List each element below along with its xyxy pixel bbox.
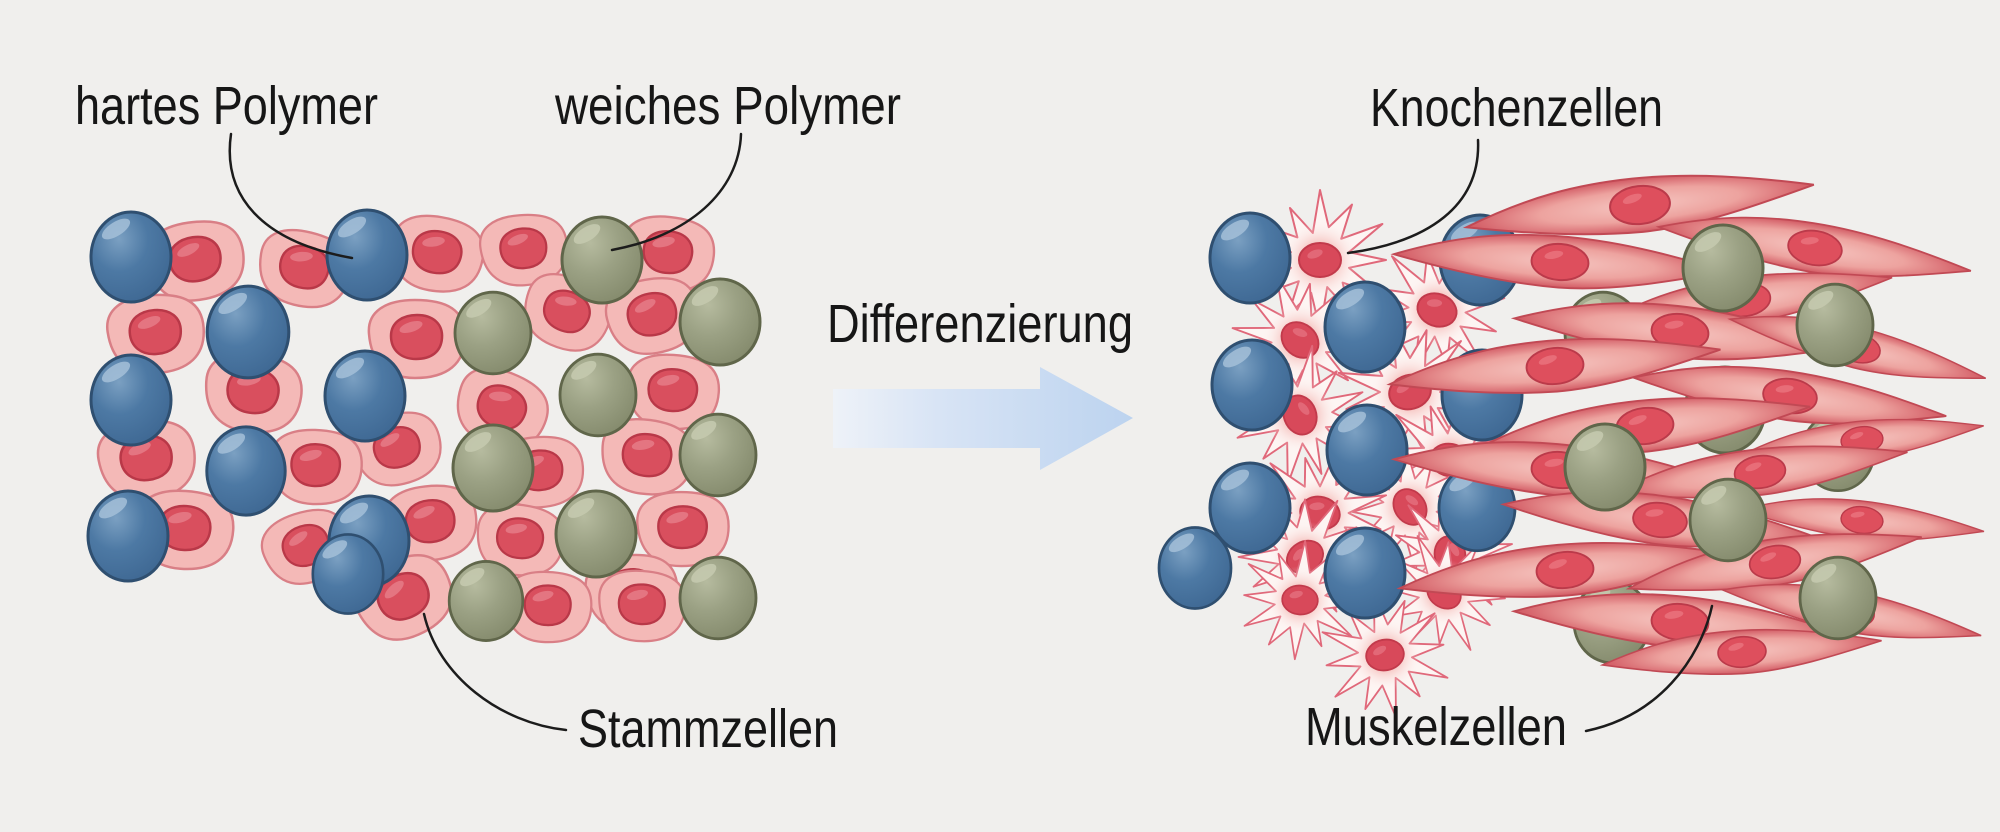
label-differentiation: Differenzierung <box>827 294 1133 354</box>
arrow-right-icon <box>833 367 1133 470</box>
cell <box>1325 403 1409 497</box>
cell <box>1563 422 1647 512</box>
label-hard-polymer: hartes Polymer <box>75 76 378 136</box>
cell <box>1323 526 1407 620</box>
cell <box>205 425 287 517</box>
pointer-muscle-cells <box>1584 604 1714 733</box>
cell <box>89 353 173 447</box>
cell <box>1208 211 1292 305</box>
pointer-lines <box>228 132 1714 733</box>
cell <box>451 423 535 513</box>
cell <box>1795 282 1875 368</box>
cell <box>678 277 762 367</box>
differentiation-arrow <box>833 367 1133 470</box>
pointer-soft-polymer <box>610 132 743 252</box>
pointer-hard-polymer <box>228 132 354 260</box>
cell <box>678 555 758 641</box>
label-soft-polymer: weiches Polymer <box>554 76 901 136</box>
pointer-bone-cells <box>1346 138 1480 255</box>
cell <box>205 284 291 380</box>
cell <box>311 533 385 615</box>
cell <box>636 490 730 568</box>
cell <box>447 560 525 642</box>
pointer-stem-cells <box>422 612 568 732</box>
cell <box>1210 338 1294 432</box>
cell <box>1323 280 1407 374</box>
cell <box>323 349 407 443</box>
cell <box>560 215 644 305</box>
cell <box>1681 223 1765 313</box>
label-muscle-cells: Muskelzellen <box>1305 697 1567 757</box>
cell <box>554 489 638 579</box>
cell <box>558 352 638 438</box>
label-bone-cells: Knochenzellen <box>1370 78 1663 138</box>
label-stem-cells: Stammzellen <box>578 699 838 759</box>
cell <box>1157 526 1233 610</box>
cell <box>678 412 758 498</box>
cell <box>89 210 173 304</box>
cell <box>1798 555 1878 641</box>
cell <box>453 290 533 376</box>
cell <box>86 489 170 583</box>
cell <box>1688 477 1768 563</box>
